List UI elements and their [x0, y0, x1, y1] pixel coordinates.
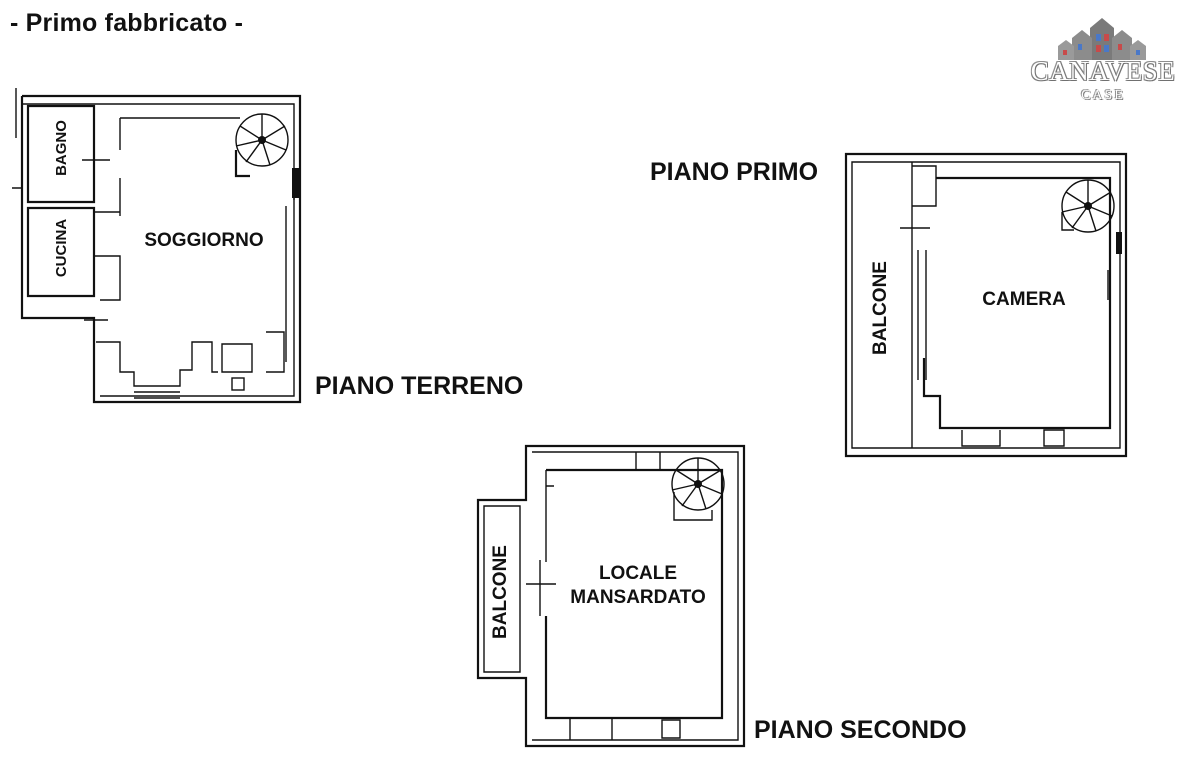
room-label-locale-line1: LOCALE	[598, 563, 678, 584]
spiral-stair-icon	[234, 113, 289, 178]
room-label-balcone-secondo: BALCONE	[490, 545, 511, 639]
floor-label-piano-primo: PIANO PRIMO	[650, 158, 819, 186]
page-title: - Primo fabbricato -	[10, 9, 244, 37]
logo-subtitle: CASE	[1081, 88, 1125, 103]
logo-houses-icon	[1058, 18, 1146, 60]
room-label-locale-line2: MANSARDATO	[570, 587, 706, 608]
spiral-stair-icon	[671, 457, 725, 521]
room-label-camera: CAMERA	[982, 289, 1066, 310]
room-label-soggiorno: SOGGIORNO	[144, 230, 264, 251]
spiral-stair-icon	[1061, 179, 1115, 233]
logo-name: CANAVESE	[1030, 56, 1176, 86]
floor-label-piano-terreno: PIANO TERRENO	[315, 372, 524, 400]
floor-label-piano-secondo: PIANO SECONDO	[754, 716, 967, 744]
brand-logo: CANAVESE CASE	[1030, 16, 1176, 103]
